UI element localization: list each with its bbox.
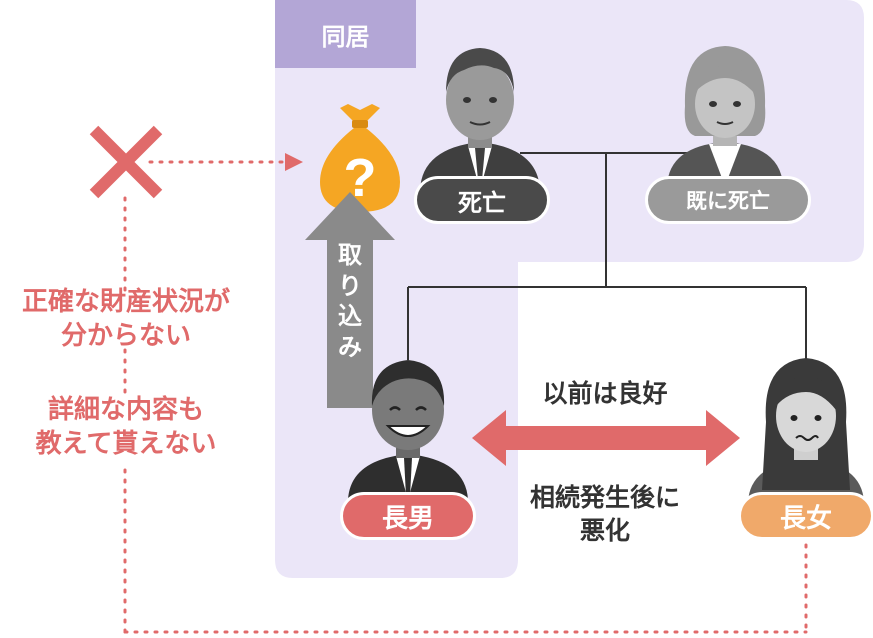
relationship-after: 相続発生後に 悪化	[495, 482, 715, 547]
status-deceased: 死亡	[414, 176, 550, 224]
relationship-after-line1: 相続発生後に	[529, 483, 680, 512]
role-eldest-son: 長男	[340, 492, 476, 540]
problem-text-1: 正確な財産状況が 分からない	[0, 286, 252, 354]
problem-text-2: 詳細な内容も 教えて貰えない	[0, 394, 252, 462]
appropriation-char: み	[338, 333, 362, 362]
appropriation-char: 込	[338, 302, 362, 331]
status-already-deceased: 既に死亡	[645, 176, 811, 224]
mother-figure-icon	[667, 46, 783, 186]
problem-line: 分からない	[60, 320, 191, 351]
daughter-figure-icon	[748, 358, 864, 502]
father-figure-icon	[420, 48, 540, 190]
appropriation-label: 取 り 込 み	[333, 240, 367, 363]
relationship-after-line2: 悪化	[579, 515, 630, 545]
role-eldest-daughter: 長女	[738, 492, 873, 540]
relationship-arrow	[472, 410, 740, 466]
cohabitation-label: 同居	[275, 0, 416, 68]
problem-line: 詳細な内容も	[47, 395, 204, 425]
relationship-before: 以前は良好	[542, 379, 668, 408]
appropriation-char: 取	[338, 241, 362, 269]
appropriation-char: り	[338, 271, 362, 300]
cross-icon	[89, 125, 163, 199]
problem-line: 教えて貰えない	[35, 428, 217, 459]
appropriation-arrow	[305, 192, 395, 408]
son-figure-icon	[348, 360, 468, 500]
problem-line: 正確な財産状況が	[21, 287, 230, 317]
money-bag-icon: ?	[320, 104, 400, 212]
